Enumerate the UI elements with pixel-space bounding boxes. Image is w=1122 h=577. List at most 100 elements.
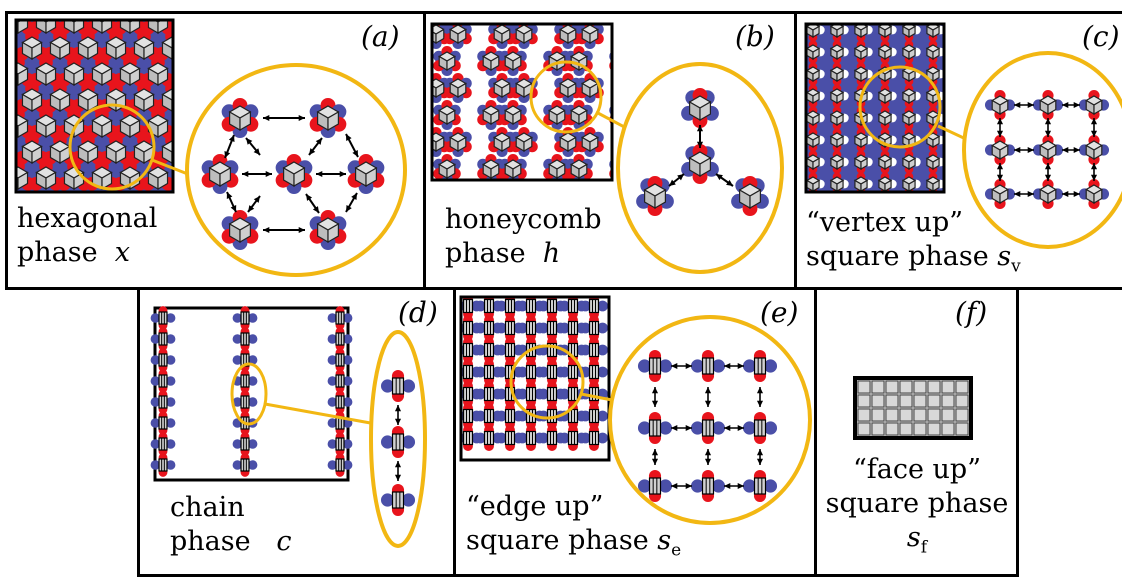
cube-face [589,28,599,45]
arrow-head [1062,190,1069,198]
arrow-head [685,362,692,370]
patch [658,421,673,435]
arrow-head [242,170,249,178]
patchy-particle [849,150,873,174]
cube-face [239,110,251,132]
face-up-particle [941,380,955,394]
arrow-head [737,424,744,432]
face-up-particle [871,422,885,436]
cube-face [512,109,522,126]
arrow-head [228,135,235,142]
arrow-head [1027,101,1034,109]
interaction-arrow [696,125,704,148]
patch [39,4,53,18]
patch [150,376,161,386]
patch [342,439,353,449]
particle-body [525,364,537,380]
cube-face [932,47,940,61]
patchy-particle [155,133,173,165]
caption-f-line1: “face up” [852,454,982,485]
arrow-head [246,138,253,145]
caption-c-line1: “vertex up” [806,207,964,238]
patchy-particle [141,20,173,35]
patchy-particle [85,107,119,139]
particle-body [567,386,579,402]
patch [559,432,570,444]
patch [690,421,705,435]
particle-body [483,386,495,402]
patchy-particle [150,369,176,393]
zoom-circle [68,103,156,191]
patch [517,388,528,400]
arrow-head [263,226,270,234]
particle-body [504,430,516,446]
cube-face [186,17,196,34]
interaction-arrow [1090,163,1098,181]
patch [580,322,591,334]
cube-face [365,166,377,188]
interaction-arrow [226,191,237,213]
patchy-particle [742,350,778,382]
patch [67,4,81,18]
cube-face [435,136,445,153]
patchy-particle [1032,178,1064,210]
particle-body [391,433,405,451]
patchy-particle [742,470,778,502]
arrow-head [1090,174,1098,181]
patchy-particle [825,84,849,108]
zoom-circle [230,362,268,426]
patchy-particle [127,81,161,113]
interaction-arrow [704,387,712,407]
arrow-head [669,179,676,186]
patchy-particle [327,327,353,351]
caption-a: hexagonal phase x [17,202,157,270]
particle-body [567,408,579,424]
patchy-particle [873,84,897,108]
patchy-particle [580,402,608,430]
patchy-particle [873,40,897,64]
patch [517,300,528,312]
face-up-particle [885,380,899,394]
cube-face [578,163,588,180]
patchy-particle [433,45,461,77]
patch [496,388,507,400]
patchy-particle [984,134,1016,166]
particle-body [588,364,600,380]
cube-face [129,119,141,139]
arrow-head [996,163,1004,170]
patch [165,418,176,428]
interaction-arrow [394,405,402,425]
particle-body [158,416,168,430]
face-up-particle [899,380,913,394]
patchy-particle [510,72,538,104]
patchy-particle [873,106,897,130]
arrow-head [263,114,270,122]
patch [179,4,193,18]
patch [247,460,258,470]
arrow-head [248,205,255,212]
patchy-particle [275,153,313,195]
patchy-particle [183,30,217,61]
panel-c-art [804,22,1122,249]
face-up-particle [941,422,955,436]
vertex-up-lattice [806,24,944,192]
cube-face [836,91,844,105]
arrow-head [224,151,231,158]
patchy-particle [690,470,726,502]
patch [475,366,486,378]
patch [165,376,176,386]
patchy-particle [690,412,726,444]
caption-d: chain phase c [170,491,291,559]
patchy-particle [825,150,849,174]
interaction-arrow [316,170,346,178]
particle-body [483,364,495,380]
patch [1,21,15,35]
patch [538,366,549,378]
panel-label-c: (c) [1082,20,1120,53]
interaction-arrow [1014,101,1034,109]
interaction-arrow [715,173,734,187]
cube-face [446,109,456,126]
arrow-head [1090,163,1098,170]
cube-face [17,67,29,87]
cube-face [699,156,711,178]
